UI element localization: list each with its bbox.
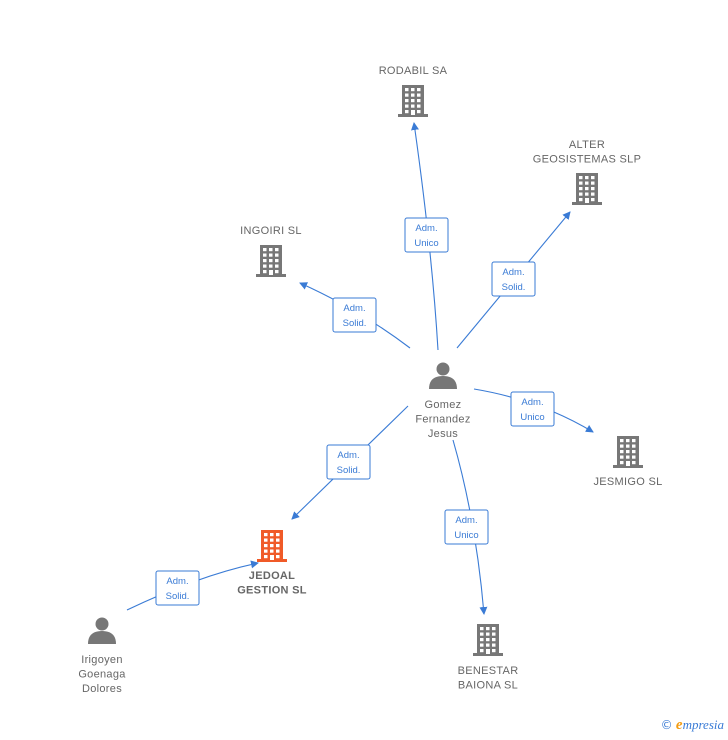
relation-label[interactable]: Adm. Solid. xyxy=(491,261,536,297)
node-label: Goenaga xyxy=(78,669,126,681)
edge-irigoyen-jedoal: Adm. Solid. xyxy=(126,560,259,611)
relation-label[interactable]: Adm. Unico xyxy=(510,391,555,427)
node-label: Dolores xyxy=(82,683,122,695)
edge-gomez-ingoiri: Adm. Solid. xyxy=(299,282,411,349)
node-alter[interactable]: ALTER GEOSISTEMAS SLP xyxy=(533,139,641,205)
relation-label-line: Adm. xyxy=(502,267,524,278)
building-icon xyxy=(256,245,286,277)
nodes-layer: RODABIL SA ALTER GEOSISTEMAS SLP INGOIRI SL… xyxy=(78,65,662,695)
brand-initial: e xyxy=(675,717,683,733)
node-label: Fernandez xyxy=(415,414,470,426)
relation-label[interactable]: Adm. Solid. xyxy=(155,570,200,606)
building-icon xyxy=(572,173,602,205)
node-ingoiri[interactable]: INGOIRI SL xyxy=(240,225,302,277)
relation-label-line: Adm. xyxy=(415,223,437,234)
relation-label-box xyxy=(444,509,489,545)
relation-label-line: Adm. xyxy=(455,515,477,526)
relation-label-box xyxy=(510,391,555,427)
relation-label-line: Unico xyxy=(520,412,544,423)
node-jesmigo[interactable]: JESMIGO SL xyxy=(593,436,662,488)
brand-name: mpresia xyxy=(682,717,724,732)
node-rodabil[interactable]: RODABIL SA xyxy=(379,65,448,117)
edge-gomez-alter: Adm. Solid. xyxy=(456,211,571,349)
relation-label-line: Adm. xyxy=(343,303,365,314)
relation-label-box xyxy=(326,444,371,480)
node-label: INGOIRI SL xyxy=(240,225,302,237)
node-label: Jesus xyxy=(428,428,458,440)
node-label: JEDOAL xyxy=(249,570,295,582)
copyright-symbol: © xyxy=(660,718,673,732)
edge-gomez-jedoal: Adm. Solid. xyxy=(291,405,409,520)
relation-label-box xyxy=(404,217,449,253)
relation-label-line: Solid. xyxy=(502,282,526,293)
building-icon xyxy=(257,530,287,562)
relation-label-box xyxy=(491,261,536,297)
relation-label-line: Solid. xyxy=(166,591,190,602)
relation-label-box xyxy=(332,297,377,333)
relation-label-line: Unico xyxy=(454,530,478,541)
relation-label-line: Adm. xyxy=(521,397,543,408)
relation-label-line: Unico xyxy=(414,238,438,249)
node-benestar[interactable]: BENESTAR BAIONA SL xyxy=(458,624,519,692)
building-icon xyxy=(473,624,503,656)
node-label: BAIONA SL xyxy=(458,680,518,692)
relation-label[interactable]: Adm. Unico xyxy=(404,217,449,253)
node-label: ALTER xyxy=(569,139,605,151)
node-label: RODABIL SA xyxy=(379,65,448,77)
relation-label[interactable]: Adm. Solid. xyxy=(332,297,377,333)
building-icon xyxy=(613,436,643,468)
node-label: JESMIGO SL xyxy=(593,476,662,488)
person-icon xyxy=(88,617,116,644)
edge-gomez-benestar: Adm. Unico xyxy=(444,439,489,615)
relation-label-line: Adm. xyxy=(337,450,359,461)
edge-gomez-jesmigo: Adm. Unico xyxy=(473,388,594,433)
relation-label-line: Solid. xyxy=(337,465,361,476)
relation-label[interactable]: Adm. Solid. xyxy=(326,444,371,480)
relation-label-line: Solid. xyxy=(343,318,367,329)
node-label: Gomez xyxy=(425,399,462,411)
node-jedoal[interactable]: JEDOAL GESTION SL xyxy=(237,530,307,597)
node-label: GESTION SL xyxy=(237,585,307,597)
edges-layer: Adm.UnicoAdm.Solid.Adm.Solid.Adm.UnicoAd… xyxy=(126,122,594,615)
relation-label-line: Adm. xyxy=(166,576,188,587)
building-icon xyxy=(398,85,428,117)
person-icon xyxy=(429,362,457,389)
node-label: GEOSISTEMAS SLP xyxy=(533,154,641,166)
edge-gomez-rodabil: Adm. Unico xyxy=(404,122,449,351)
node-label: BENESTAR xyxy=(458,665,519,677)
relation-label[interactable]: Adm. Unico xyxy=(444,509,489,545)
brand-logo: © empresia xyxy=(661,717,724,734)
node-label: Irigoyen xyxy=(81,654,123,666)
relation-label-box xyxy=(155,570,200,606)
